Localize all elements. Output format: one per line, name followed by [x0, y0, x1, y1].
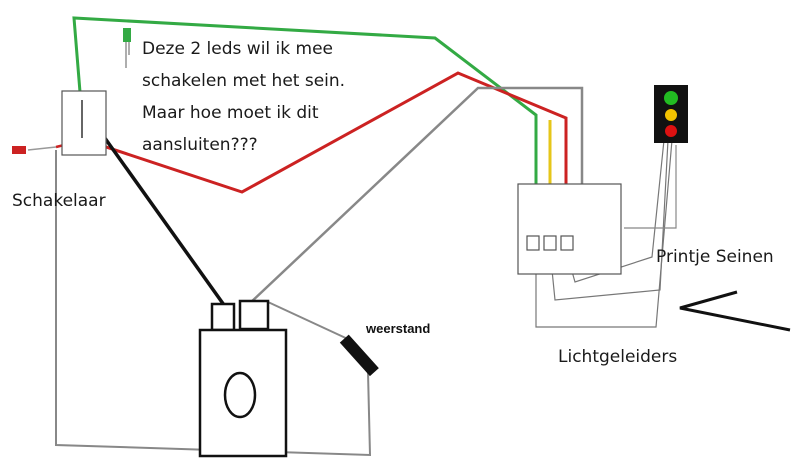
led-lead	[27, 146, 57, 151]
board-socket-3	[560, 235, 574, 251]
black-wire	[90, 118, 226, 307]
resistor	[339, 334, 379, 377]
green-led	[123, 28, 131, 42]
signal-light-red	[665, 125, 677, 137]
annotation-line-4: aansluiten???	[142, 135, 258, 155]
light-guide-2	[549, 139, 669, 301]
green-wire	[72, 16, 538, 190]
resistor-label: weerstand	[365, 321, 430, 336]
board-label: Printje Seinen	[656, 247, 774, 267]
switch-label: Schakelaar	[12, 191, 106, 211]
battery-terminal-left	[210, 302, 236, 332]
signal-light-green	[664, 91, 678, 105]
battery-dial	[223, 371, 257, 419]
battery-body	[198, 328, 288, 458]
board-socket-2	[543, 235, 557, 251]
switch-box	[61, 90, 107, 156]
annotation-line-1: Deze 2 leds wil ik mee	[142, 39, 333, 59]
annotation-line-2: schakelen met het sein.	[142, 71, 345, 91]
board-socket-1	[526, 235, 540, 251]
signal-board	[517, 183, 622, 275]
battery-terminal-right	[238, 299, 270, 331]
gray-wire-resistor	[267, 301, 351, 341]
arrow-icon	[679, 290, 791, 332]
light-guides-label: Lichtgeleiders	[558, 347, 677, 367]
light-guide-4	[624, 145, 677, 229]
light-guide-1	[535, 139, 673, 328]
gray-wire-top	[247, 86, 584, 306]
red-led	[12, 146, 26, 154]
annotation-line-3: Maar hoe moet ik dit	[142, 103, 319, 123]
signal-light-yellow	[665, 109, 677, 121]
red-wire	[84, 71, 568, 194]
